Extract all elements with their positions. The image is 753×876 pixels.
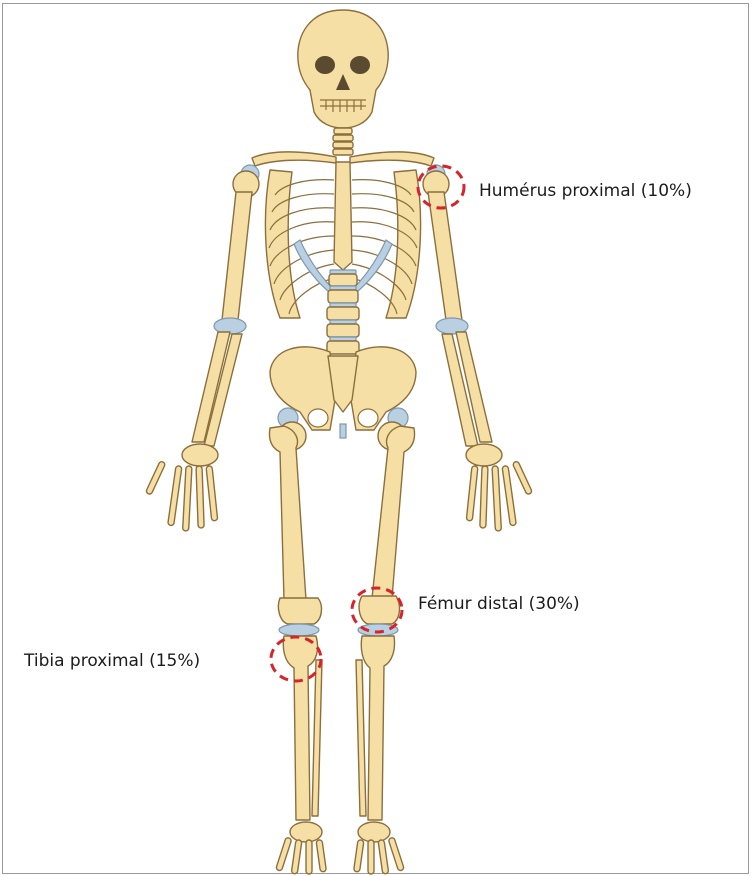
right-eye-socket xyxy=(350,56,370,74)
left-eye-socket xyxy=(315,56,335,74)
right-tibia xyxy=(361,636,394,820)
right-arm xyxy=(423,171,533,531)
right-femur xyxy=(372,426,415,598)
cervical-spine xyxy=(333,128,353,155)
skull xyxy=(298,10,388,128)
humerus-proximal-label: Humérus proximal (10%) xyxy=(479,181,692,201)
right-leg xyxy=(354,422,415,874)
left-arm xyxy=(145,171,259,531)
tibia-proximal-label: Tibia proximal (15%) xyxy=(24,651,200,671)
left-humerus xyxy=(222,192,252,320)
lumbar-spine xyxy=(327,270,359,354)
left-femur xyxy=(269,426,306,600)
sternum xyxy=(334,162,352,270)
femur-distal-label: Fémur distal (30%) xyxy=(418,594,580,614)
right-humerus xyxy=(428,192,462,320)
